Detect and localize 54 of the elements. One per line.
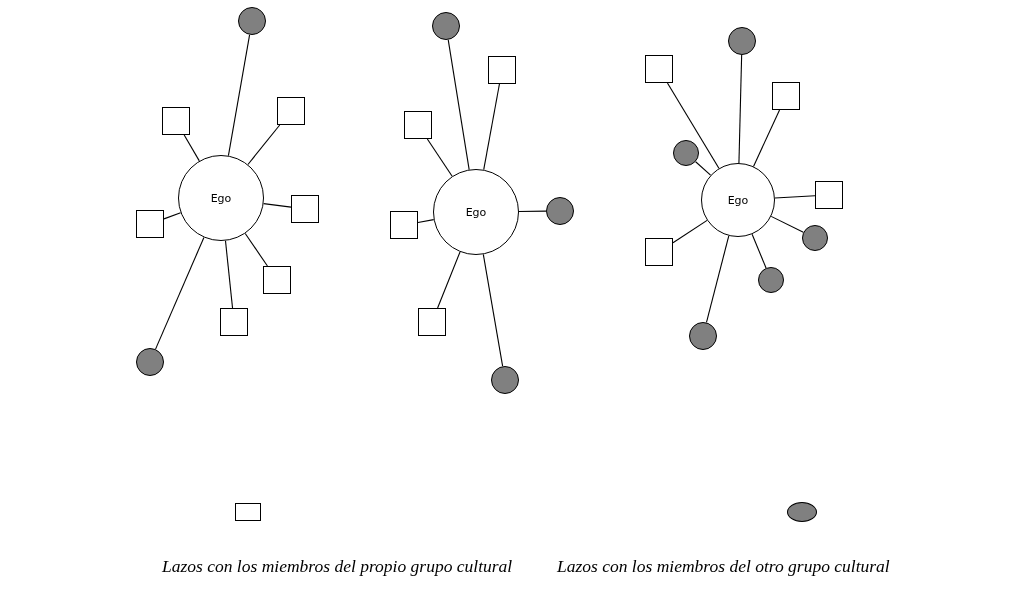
connector-line <box>774 195 816 199</box>
node-label: Ego <box>465 205 487 219</box>
node-label: Ego <box>210 191 232 205</box>
square-node <box>390 211 418 239</box>
circle-node <box>802 225 828 251</box>
square-node <box>404 111 432 139</box>
connector-line <box>482 253 504 367</box>
square-node <box>645 55 673 83</box>
square-node <box>645 238 673 266</box>
connector-line <box>483 83 500 171</box>
node-label: Ego <box>727 193 749 207</box>
square-node <box>815 181 843 209</box>
connector-line <box>417 219 435 223</box>
square-node <box>220 308 248 336</box>
square-node <box>277 97 305 125</box>
connector-line <box>163 212 182 220</box>
connector-line <box>705 235 730 323</box>
legend-text: Lazos con los miembros del propio grupo cultural <box>162 556 513 577</box>
connector-line <box>752 109 781 167</box>
ego-circle <box>701 163 775 237</box>
square-node <box>136 210 164 238</box>
square-node <box>162 107 190 135</box>
connector-line <box>437 251 461 309</box>
connector-line <box>426 138 453 177</box>
connector-line <box>672 219 708 244</box>
connector-line <box>738 54 743 164</box>
connector-line <box>695 161 712 176</box>
square-node <box>263 266 291 294</box>
connector-line <box>518 210 547 213</box>
connector-line <box>155 236 205 350</box>
square-node <box>488 56 516 84</box>
legend-text: Lazos con los miembros del otro grupo cultural <box>557 556 890 577</box>
circle-node <box>491 366 519 394</box>
circle-node <box>238 7 266 35</box>
connector-line <box>247 124 281 166</box>
circle-node <box>689 322 717 350</box>
circle-node <box>432 12 460 40</box>
connector-line <box>447 39 470 171</box>
circle-node <box>728 27 756 55</box>
square-node <box>772 82 800 110</box>
circle-node <box>673 140 699 166</box>
square-node <box>291 195 319 223</box>
connector-line <box>224 240 234 309</box>
circle-node <box>758 267 784 293</box>
connector-line <box>770 215 804 233</box>
circle-node <box>136 348 164 376</box>
connector-line <box>263 203 292 208</box>
circle-node <box>546 197 574 225</box>
square-node <box>418 308 446 336</box>
connector-line <box>244 232 268 267</box>
connector-line <box>227 34 251 157</box>
connector-line <box>183 134 200 162</box>
connector-line <box>666 82 720 169</box>
connector-line <box>751 233 767 269</box>
